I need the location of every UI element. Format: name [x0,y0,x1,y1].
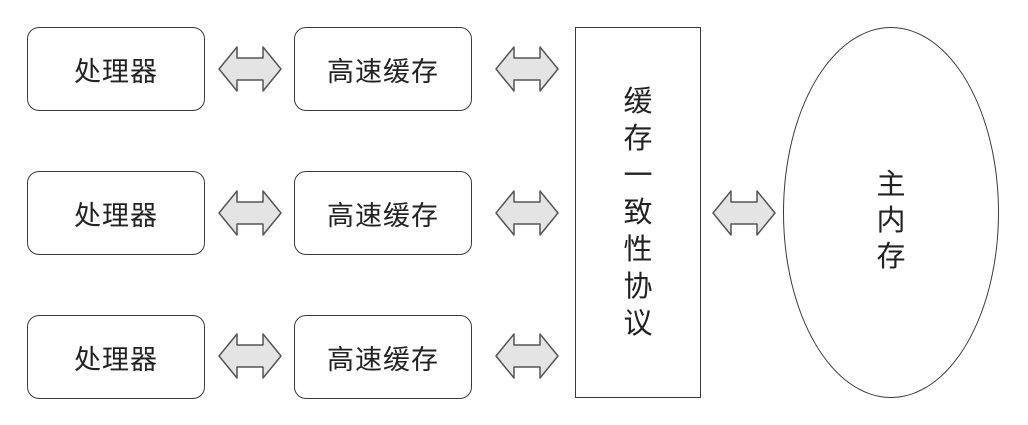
cache-box-3: 高速缓存 [294,315,472,399]
double-arrow-icon [217,41,283,97]
processor-label: 处理器 [74,200,158,232]
cache-box-2: 高速缓存 [294,171,472,255]
processor-label: 处理器 [74,56,158,88]
cache-label: 高速缓存 [327,344,439,376]
main-memory-ellipse [783,27,999,398]
double-arrow-icon [217,328,283,384]
processor-box-2: 处理器 [27,171,205,255]
processor-label: 处理器 [74,344,158,376]
processor-box-3: 处理器 [27,315,205,399]
memory-label: 主内存 [876,167,906,273]
double-arrow-icon [217,185,283,241]
cache-box-1: 高速缓存 [294,27,472,111]
processor-box-1: 处理器 [27,27,205,111]
double-arrow-icon [494,328,560,384]
double-arrow-icon [494,185,560,241]
cache-label: 高速缓存 [327,56,439,88]
protocol-label: 缓存一致性协议 [623,84,653,340]
double-arrow-icon [711,185,777,241]
cache-coherence-protocol-box: 缓存一致性协议 [575,27,701,398]
double-arrow-icon [494,41,560,97]
cache-label: 高速缓存 [327,200,439,232]
